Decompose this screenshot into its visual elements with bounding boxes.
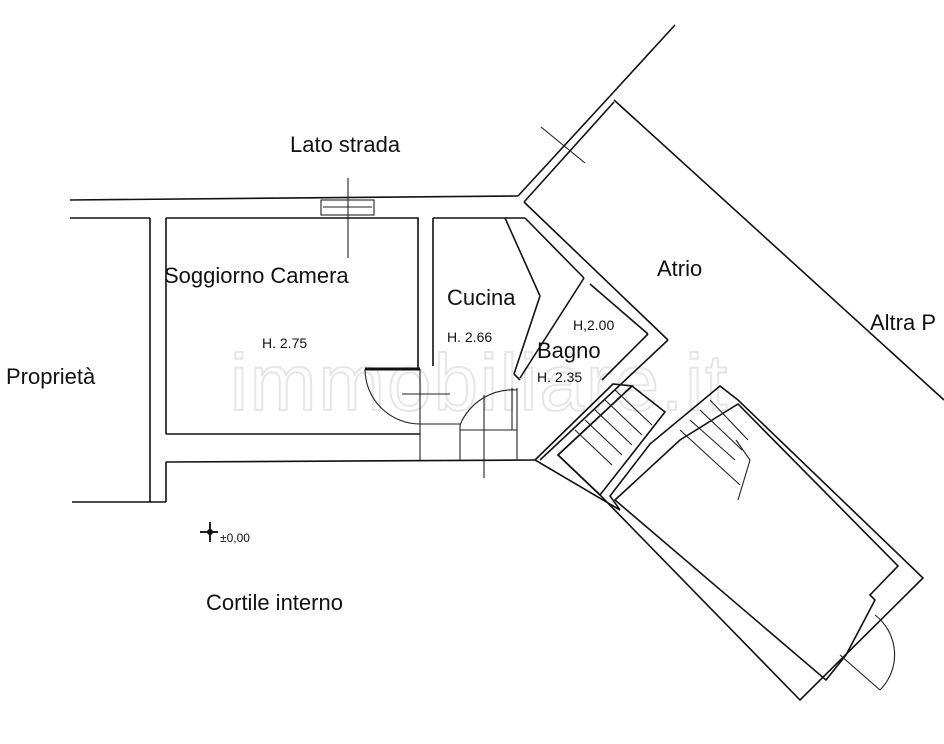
- street-wall: [69, 178, 519, 258]
- room-cucina-bagno: [504, 24, 676, 461]
- elevation-marker: ±0,00: [200, 522, 250, 545]
- stairs-and-lower-room: [533, 383, 925, 702]
- room-atrio: [613, 99, 944, 401]
- room-height-bagno-secondary: H,2.00: [573, 317, 614, 333]
- door-exterior: [839, 614, 896, 691]
- street-label: Lato strada: [290, 132, 401, 157]
- neighbor-label-right: Altra P: [870, 310, 936, 335]
- door-cucina: [459, 388, 518, 478]
- courtyard-label: Cortile interno: [206, 590, 343, 615]
- room-soggiorno-camera: [165, 217, 536, 463]
- crosshair-icon: [207, 529, 213, 535]
- room-height-bagno: H. 2.35: [537, 369, 582, 385]
- watermark: immobiliare.it: [230, 338, 729, 427]
- left-boundary-wall: [72, 218, 167, 503]
- room-height-soggiorno: H. 2.75: [262, 335, 307, 351]
- room-label-soggiorno: Soggiorno Camera: [164, 263, 349, 288]
- elevation-value: ±0,00: [220, 531, 250, 545]
- door-soggiorno: [364, 367, 460, 460]
- room-label-bagno: Bagno: [537, 338, 601, 363]
- room-label-atrio: Atrio: [657, 256, 702, 281]
- room-label-cucina: Cucina: [447, 285, 516, 310]
- neighbor-label-left: Proprietà: [6, 364, 96, 389]
- room-height-cucina: H. 2.66: [447, 329, 492, 345]
